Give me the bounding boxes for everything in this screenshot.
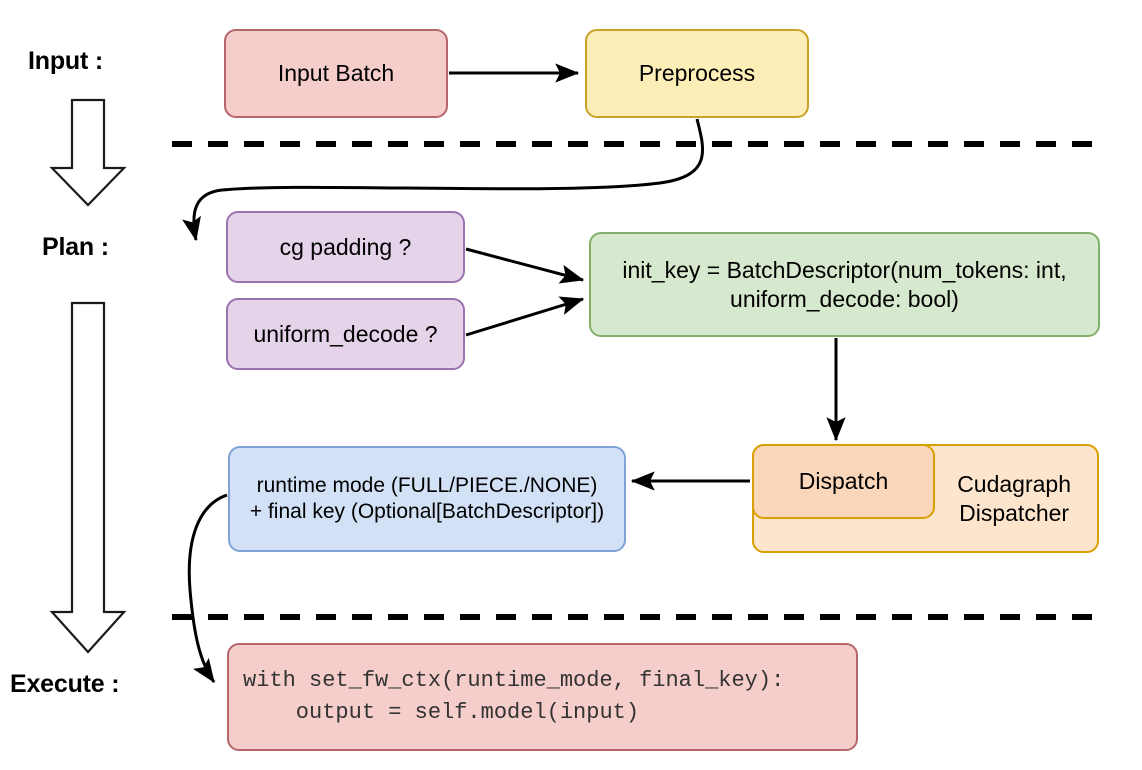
- node-preprocess[interactable]: Preprocess: [585, 29, 809, 118]
- node-dispatch[interactable]: Dispatch: [752, 444, 935, 519]
- plan-to-execute-block-arrow: [49, 301, 127, 654]
- node-cudagraph-dispatcher-label: Cudagraph Dispatcher: [957, 471, 1071, 526]
- node-dispatch-label: Dispatch: [798, 468, 889, 495]
- node-init-key[interactable]: init_key = BatchDescriptor(num_tokens: i…: [589, 232, 1100, 337]
- input-to-plan-block-arrow: [49, 98, 127, 207]
- node-runtime-mode[interactable]: runtime mode (FULL/PIECE./NONE) + final …: [228, 446, 626, 552]
- node-input-batch[interactable]: Input Batch: [224, 29, 448, 118]
- stage-label-input: Input :: [28, 47, 103, 75]
- node-input-batch-label: Input Batch: [277, 60, 395, 87]
- stage-label-plan: Plan :: [42, 233, 109, 261]
- edge-cg-padding-to-init-key: [465, 247, 585, 284]
- node-execute-code-label: with set_fw_ctx(runtime_mode, final_key)…: [243, 668, 785, 725]
- edge-runtime-mode-to-execute-code: [187, 493, 228, 683]
- node-execute-code[interactable]: with set_fw_ctx(runtime_mode, final_key)…: [227, 643, 858, 751]
- node-init-key-label: init_key = BatchDescriptor(num_tokens: i…: [622, 257, 1067, 312]
- stage-label-execute: Execute :: [10, 670, 120, 698]
- node-runtime-mode-label: runtime mode (FULL/PIECE./NONE) + final …: [249, 474, 605, 523]
- node-cg-padding-label: cg padding ?: [279, 233, 412, 260]
- node-cg-padding[interactable]: cg padding ?: [226, 211, 465, 283]
- edge-uniform-decode-to-init-key: [465, 296, 585, 337]
- node-uniform-decode[interactable]: uniform_decode ?: [226, 298, 465, 370]
- node-uniform-decode-label: uniform_decode ?: [253, 320, 438, 347]
- node-preprocess-label: Preprocess: [638, 60, 756, 87]
